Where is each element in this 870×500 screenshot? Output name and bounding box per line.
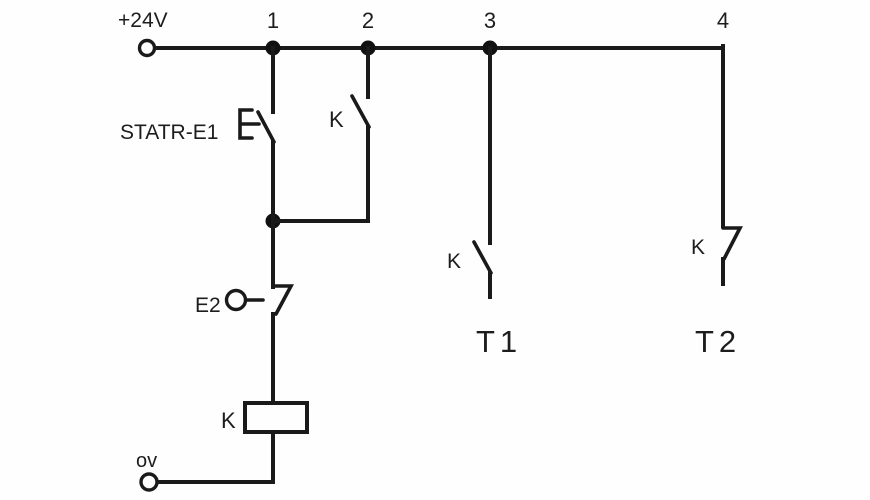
seal-in-contact-label: K [329, 107, 344, 132]
ground-terminal-icon [139, 472, 159, 492]
pushbutton-actuator-icon [238, 108, 261, 140]
ground-return: ov [136, 450, 275, 492]
relay-coil-label: K [221, 408, 236, 433]
relay-coil-box-icon [243, 401, 309, 434]
node-2-label: 2 [362, 8, 374, 33]
node-3-label: 3 [484, 8, 496, 33]
stop-switch-nc-contact-icon [271, 284, 295, 316]
start-switch-label: STATR-E1 [120, 121, 218, 144]
pushbutton-head-icon [224, 288, 248, 312]
seal-in-no-contact-icon [350, 94, 371, 129]
t2-contact-label: K [691, 236, 705, 259]
supply-terminal-icon [137, 38, 157, 58]
start-switch-no-contact-icon [256, 110, 276, 144]
stop-switch-label: E2 [195, 294, 221, 317]
t1-contact-label: K [447, 250, 461, 273]
stop-switch-symbol: E2 [195, 284, 295, 405]
supply-voltage-label: +24V [118, 9, 168, 32]
start-switch-symbol: STATR-E1 [120, 46, 276, 289]
output-t1-label: T1 [476, 324, 522, 359]
output-t2-label: T2 [695, 324, 741, 359]
t2-branch: K T2 [691, 44, 743, 359]
t1-no-contact-icon [472, 240, 493, 275]
relay-coil-symbol: K [221, 401, 309, 484]
node-4-label: 4 [717, 8, 729, 33]
seal-in-contact-symbol: K [271, 46, 371, 223]
node-1-label: 1 [267, 8, 279, 33]
t2-nc-contact-icon [721, 226, 743, 261]
ground-label: ov [136, 450, 157, 472]
t1-branch: K T1 [447, 46, 522, 359]
